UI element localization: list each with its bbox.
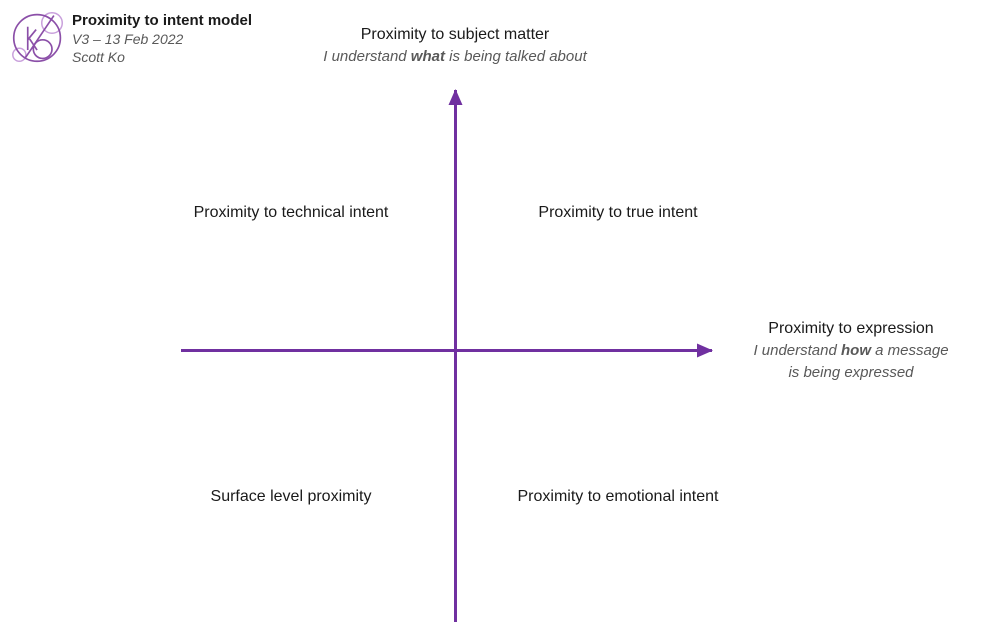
horizontal-axis-title: Proximity to expression [768, 320, 934, 337]
page-title: Proximity to intent model [72, 12, 253, 29]
vertical-axis-title: Proximity to subject matter [360, 26, 550, 43]
subtitle-text: a message [871, 342, 949, 359]
quadrant-label-top-right: Proximity to true intent [538, 204, 698, 221]
author-label: Scott Ko [72, 49, 125, 65]
vertical-axis-label: Proximity to subject matter I understand… [255, 24, 655, 68]
subtitle-text: is being talked about [444, 48, 587, 65]
vertical-axis-subtitle: I understand what is being talked about [255, 46, 655, 68]
quadrant-label-bottom-left: Surface level proximity [210, 488, 372, 505]
scott-ko-logo-icon [10, 8, 66, 66]
version-label: V3 – 13 Feb 2022 [72, 31, 184, 47]
quadrant-label-bottom-right: Proximity to emotional intent [517, 488, 719, 505]
horizontal-axis-subtitle: I understand how a message [727, 340, 975, 362]
horizontal-axis-label: Proximity to expression I understand how… [727, 318, 975, 384]
subtitle-emphasis: how [841, 342, 871, 359]
horizontal-axis-subtitle-line2: is being expressed [788, 364, 914, 381]
header-text-block: Proximity to intent model V3 – 13 Feb 20… [72, 11, 252, 66]
subtitle-emphasis: what [410, 48, 445, 65]
subtitle-text: I understand [753, 342, 841, 359]
quadrant-label-top-left: Proximity to technical intent [193, 204, 389, 221]
subtitle-text: I understand [323, 48, 411, 65]
